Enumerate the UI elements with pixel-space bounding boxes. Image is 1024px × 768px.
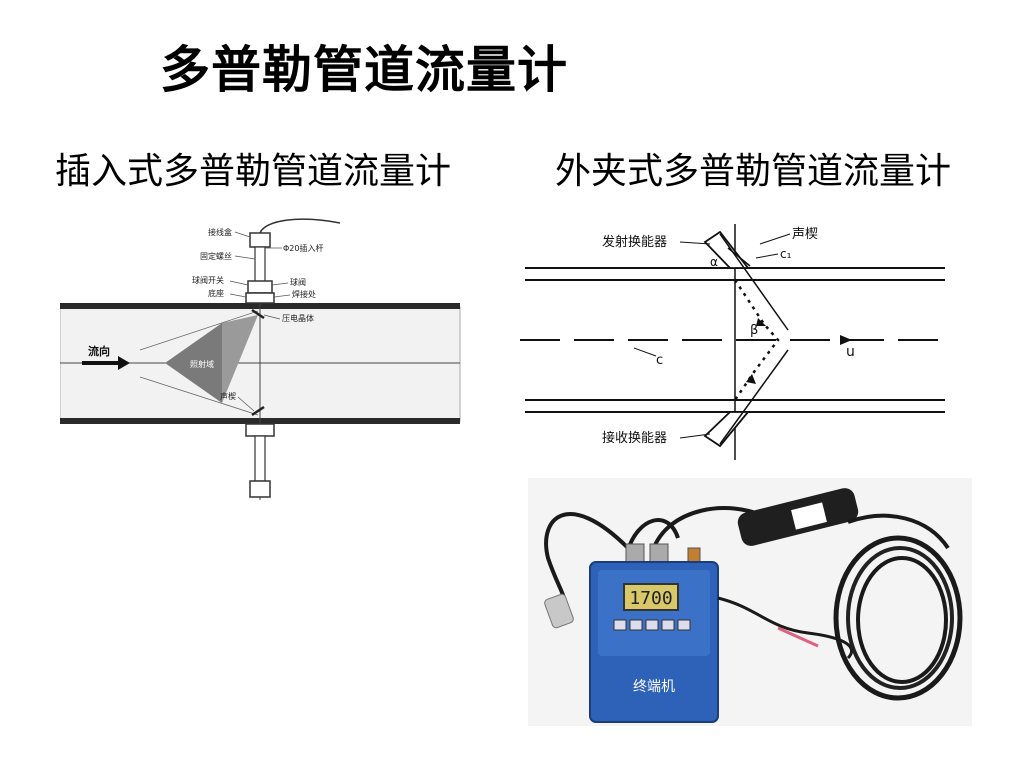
- irradiation-cone: [165, 323, 222, 403]
- coil-lead: [847, 513, 950, 550]
- label-u: u: [846, 344, 855, 360]
- beam-line-bottom: [139, 376, 259, 416]
- leader-transmitter: [679, 241, 711, 245]
- label-piezo: 压电晶体: [282, 313, 314, 323]
- left-connector: [544, 593, 574, 629]
- label-irradiation: 照射域: [190, 359, 214, 369]
- top-base: [245, 292, 275, 304]
- leader-screw: [234, 255, 256, 260]
- leader-base: [229, 293, 247, 298]
- leader-receiver: [679, 433, 711, 439]
- label-receiver: 接收换能器: [602, 430, 667, 446]
- leader-piezo: [263, 314, 281, 320]
- subtitle-clamp: 外夹式多普勒管道流量计: [555, 151, 952, 192]
- device-label: 终端机: [633, 679, 675, 695]
- receiver-wedge: [703, 411, 750, 448]
- label-c: c: [656, 353, 663, 368]
- device-button-4: [661, 619, 675, 631]
- page-title: 多普勒管道流量计: [160, 40, 568, 99]
- bottom-rod: [254, 435, 266, 482]
- top-valve: [247, 280, 273, 294]
- diagonal-line: [719, 233, 789, 331]
- device-button-2: [629, 619, 643, 631]
- device-button-5: [677, 619, 691, 631]
- label-acoustic-mold: 声楔: [220, 391, 236, 401]
- leader-weld: [273, 294, 291, 298]
- beam-line-top: [139, 310, 259, 351]
- colored-wires: [777, 626, 819, 648]
- leader-c1: [755, 253, 779, 259]
- transducer-top: [251, 308, 265, 320]
- label-base: 底座: [208, 288, 224, 298]
- label-ball-valve: 球阀: [290, 277, 306, 287]
- sensor-label: [791, 502, 827, 530]
- beam-arrow-1: [756, 318, 766, 326]
- label-mold: 声楔: [792, 227, 818, 242]
- device-connector-2: [649, 543, 669, 563]
- cable-coil-inner: [856, 556, 948, 684]
- leader-c: [633, 347, 657, 357]
- device-photo: 1700 终端机: [528, 478, 972, 726]
- label-beta: β: [750, 323, 758, 338]
- label-transmitter: 发射换能器: [602, 234, 667, 250]
- diagonal-line-2: [719, 349, 789, 445]
- flow-arrow-head: [118, 356, 130, 370]
- label-junction-box: 接线盒: [208, 227, 232, 237]
- leader-valve: [271, 282, 289, 286]
- beam-arrow-2: [746, 374, 756, 384]
- label-valve-switch: 球阀开关: [192, 275, 224, 285]
- irradiation-cone-tip: [222, 315, 258, 403]
- leader-mold: [237, 396, 255, 412]
- leader-valve-switch: [229, 280, 249, 286]
- lcd-value: 1700: [629, 588, 672, 609]
- u-arrow-head: [840, 335, 852, 345]
- cable-coil-outer: [833, 535, 963, 701]
- device-connector-3: [687, 547, 701, 563]
- label-flow-dir: 流向: [88, 344, 110, 358]
- device-connector-1: [625, 543, 645, 563]
- lcd-screen: [623, 583, 679, 611]
- leader-junction: [234, 231, 251, 238]
- label-weld: 焊接处: [292, 289, 316, 299]
- device-button-3: [645, 619, 659, 631]
- label-c1: c₁: [780, 247, 792, 261]
- top-junction-box: [249, 232, 271, 248]
- cable: [259, 218, 341, 234]
- bottom-junction-box: [249, 480, 271, 498]
- cable-coil-mid: [846, 546, 954, 690]
- clamp-diagram: 发射换能器 声楔 c₁ α β c u 接收换能器: [520, 224, 950, 460]
- device-button-1: [613, 619, 627, 631]
- beam-path: [733, 279, 780, 401]
- subtitle-insertion: 插入式多普勒管道流量计: [55, 151, 452, 192]
- label-alpha: α: [710, 255, 718, 269]
- label-rod: Φ20插入杆: [283, 243, 323, 253]
- leader-mold: [759, 233, 791, 245]
- label-fix-screw: 固定螺丝: [200, 251, 232, 261]
- insertion-diagram: 接线盒 Φ20插入杆 固定螺丝 球阀开关 球阀 底座 焊接处 压电晶体 流向 照…: [60, 218, 461, 500]
- top-cable-1: [626, 518, 680, 551]
- transducer-bottom: [251, 405, 265, 417]
- bottom-base: [245, 423, 275, 437]
- device-face: [598, 570, 710, 656]
